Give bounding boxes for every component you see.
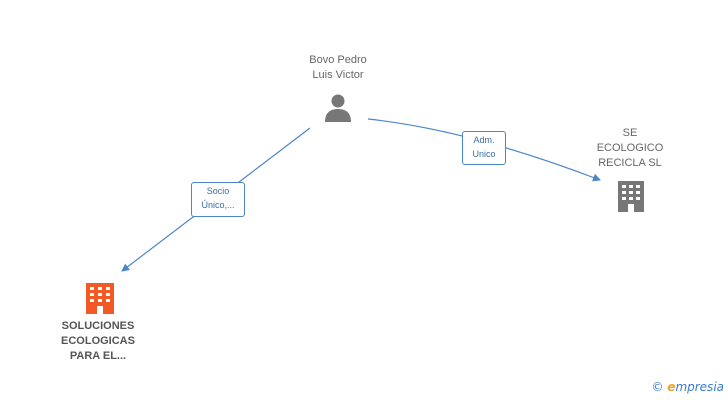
brand-initial: e (667, 380, 676, 394)
edge-label-adm-unico[interactable]: Adm. Unico (462, 131, 506, 165)
copyright-symbol: © (651, 380, 664, 394)
building-icon[interactable] (86, 283, 114, 314)
brand-name: mpresia (675, 380, 724, 394)
company-right-name-label[interactable]: SE ECOLOGICO RECICLA SL (596, 127, 664, 169)
edge-label-socio-unico[interactable]: Socio Único,... (191, 182, 245, 217)
building-icon[interactable] (618, 181, 644, 212)
person-icon[interactable] (325, 94, 351, 123)
company-left-name-label[interactable]: SOLUCIONES ECOLOGICAS PARA EL... (61, 320, 135, 362)
person-name-label[interactable]: Bovo Pedro Luis Victor (309, 54, 367, 81)
empresia-watermark: © empresia (651, 380, 724, 394)
